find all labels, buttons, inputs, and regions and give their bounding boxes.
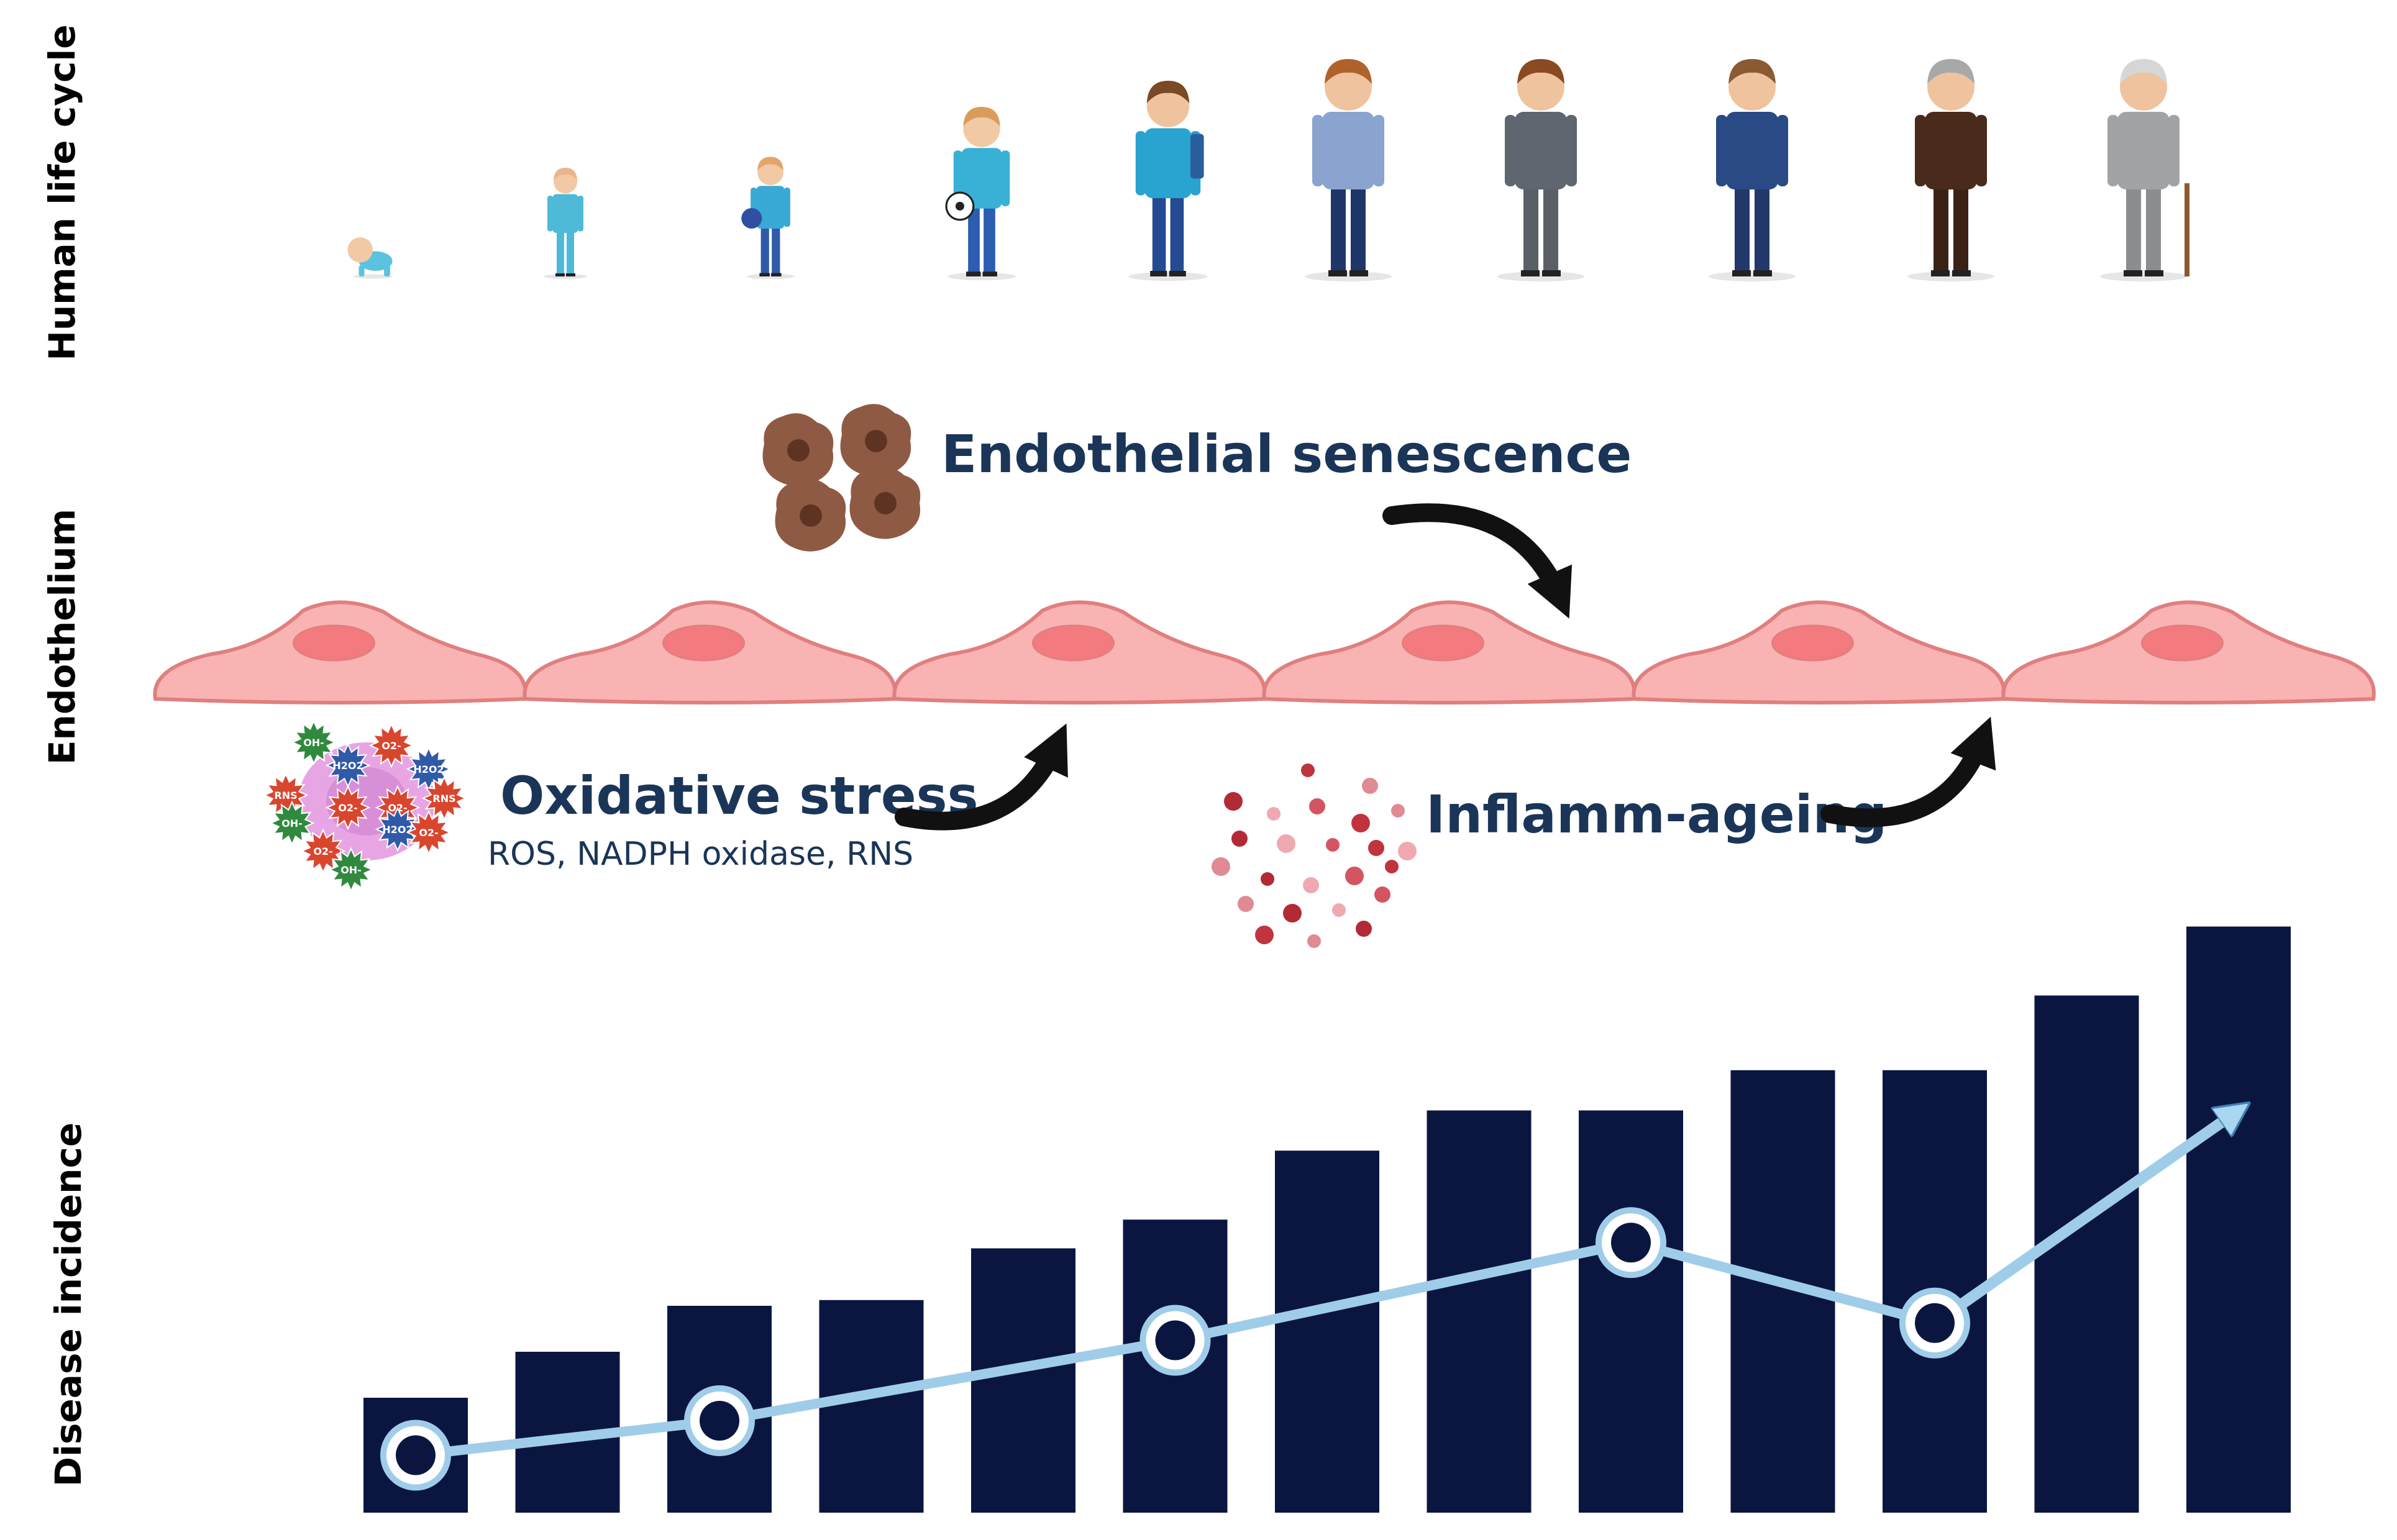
- molecule-label: O2-: [419, 827, 438, 839]
- cytokine-dot: [1391, 804, 1405, 818]
- cytokine-dot: [1362, 778, 1378, 794]
- molecule-label: O2-: [313, 845, 332, 857]
- elderly-man-with-cane-icon: [2100, 59, 2189, 281]
- trend-line: [380, 1111, 2239, 1491]
- inflamm-ageing-heading: Inflamm-ageing: [1426, 784, 1887, 845]
- incidence-bar: [2034, 995, 2139, 1513]
- incidence-bar: [1427, 1110, 1532, 1513]
- incidence-bar: [971, 1248, 1075, 1513]
- ros-molecule: RNS: [421, 775, 467, 821]
- incidence-bar: [1275, 1150, 1379, 1513]
- cytokine-dot: [1224, 792, 1243, 811]
- cytokine-dot: [1368, 840, 1384, 856]
- cytokine-dot: [1398, 842, 1417, 860]
- incidence-bar: [819, 1300, 924, 1513]
- cytokine-dot: [1238, 896, 1254, 912]
- toddler-icon: [544, 168, 587, 279]
- cytokine-dot: [1267, 807, 1281, 821]
- endothelium-row-label: Endothelium: [41, 509, 83, 765]
- ros-molecules-icon: OH-H2O2O2-H2O2RNSO2-O2-RNSOH-H2O2O2-OH-O…: [263, 719, 467, 893]
- ros-molecule: O2-: [325, 785, 371, 831]
- cytokine-dot: [1374, 886, 1390, 903]
- molecule-label: O2-: [338, 802, 357, 814]
- molecule-label: OH-: [340, 864, 362, 876]
- molecule-label: OH-: [281, 818, 303, 829]
- oxidative-stress-subtitle: ROS, NADPH oxidase, RNS: [488, 836, 913, 873]
- senescence-curved-arrow: [1382, 503, 1573, 619]
- ros-molecule: OH-: [269, 800, 315, 846]
- cytokine-dot: [1356, 921, 1372, 937]
- molecule-label: H2O2: [382, 824, 413, 836]
- cytokine-dot: [1301, 763, 1315, 777]
- cytokine-dot: [1231, 831, 1248, 847]
- ros-molecule: O2-: [406, 809, 452, 855]
- cytokine-dots-icon: [1212, 763, 1417, 948]
- endothelial-cell: [153, 600, 527, 704]
- senescent-cells-icon: [762, 404, 921, 552]
- disease-bars: [363, 926, 2291, 1513]
- ros-molecule: O2-: [368, 722, 414, 768]
- child-with-football-icon: [945, 107, 1016, 281]
- trend-marker-core: [700, 1401, 739, 1441]
- ros-molecule: OH-: [291, 719, 337, 765]
- molecule-label: OH-: [303, 737, 324, 749]
- cytokine-dot: [1345, 867, 1364, 885]
- molecule-label: O2-: [381, 740, 401, 752]
- young-man-icon: [1305, 59, 1392, 281]
- cytokine-dot: [1303, 877, 1319, 893]
- trend-marker-core: [1155, 1320, 1195, 1360]
- molecule-label: H2O2: [413, 763, 444, 775]
- inflamm-curved-arrow: [1820, 716, 1996, 827]
- cytokine-dot: [1283, 904, 1302, 923]
- adult-man-grey-suit-icon: [1497, 59, 1584, 281]
- cytokine-dot: [1332, 903, 1346, 917]
- trend-marker-core: [1611, 1223, 1651, 1263]
- crawling-baby-icon: [347, 237, 393, 279]
- toddler-with-ball-icon: [741, 157, 795, 280]
- older-man-brown-suit-icon: [1907, 59, 1994, 281]
- cytokine-dot: [1309, 798, 1325, 814]
- cytokine-dot: [1212, 857, 1230, 876]
- cytokine-dot: [1277, 834, 1295, 853]
- molecule-label: RNS: [274, 790, 297, 801]
- endothelial-senescence-heading: Endothelial senescence: [941, 424, 1632, 485]
- endothelial-cell: [1632, 600, 2006, 704]
- middle-aged-man-navy-suit-icon: [1709, 59, 1796, 281]
- ros-molecule: H2O2: [375, 806, 421, 852]
- incidence-bar: [2186, 926, 2291, 1513]
- disease-incidence-chart: [363, 926, 2291, 1513]
- endothelial-cell: [523, 600, 897, 704]
- molecule-label: RNS: [432, 793, 455, 804]
- life-cycle-row-label: Human life cycle: [41, 24, 83, 360]
- trend-arrow: [1931, 1111, 2239, 1328]
- cytokine-dot: [1351, 814, 1370, 832]
- endothelial-cell: [1262, 600, 1637, 704]
- trend-marker-core: [396, 1435, 436, 1475]
- ros-molecule: OH-: [328, 847, 374, 893]
- life-cycle-figures: [347, 59, 2189, 281]
- cytokine-dot: [1385, 860, 1399, 873]
- endothelium-cell-layer: [153, 600, 2376, 704]
- incidence-bar: [1579, 1110, 1683, 1513]
- cytokine-dot: [1261, 872, 1274, 886]
- cytokine-dot: [1307, 934, 1321, 948]
- trend-marker-core: [1915, 1303, 1955, 1343]
- cytokine-dot: [1255, 926, 1274, 944]
- cytokine-dot: [1326, 838, 1340, 852]
- molecule-label: H2O2: [332, 760, 363, 772]
- ros-molecule: H2O2: [325, 742, 371, 788]
- endothelial-cell: [2001, 600, 2376, 704]
- disease-incidence-row-label: Disease incidence: [47, 1123, 89, 1487]
- schoolboy-with-backpack-icon: [1129, 80, 1207, 281]
- oxidative-curved-arrow: [895, 723, 1068, 831]
- endothelial-cell: [892, 600, 1267, 704]
